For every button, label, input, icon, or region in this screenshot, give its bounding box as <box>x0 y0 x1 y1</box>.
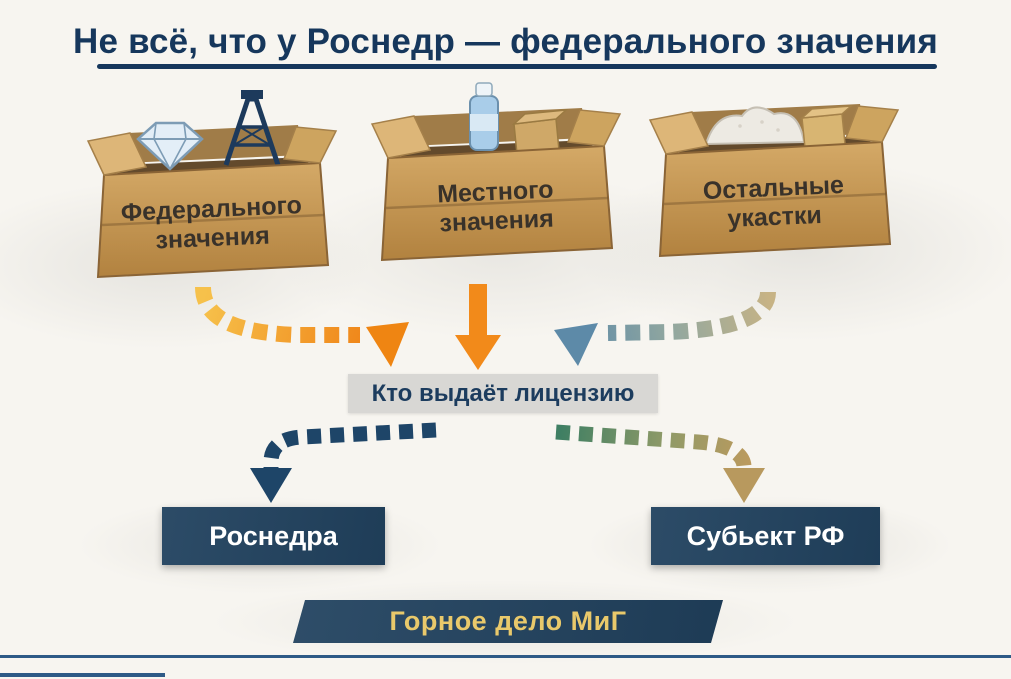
bottom-rule <box>0 655 1011 658</box>
powder-pile-icon <box>704 106 806 146</box>
crate-crease <box>101 213 325 227</box>
arrowhead <box>554 323 598 366</box>
crate-right-flap <box>844 105 900 143</box>
crate-right-flap <box>566 109 622 147</box>
crate-front <box>380 144 614 262</box>
crate-crease <box>385 196 609 210</box>
crate-front <box>658 140 892 258</box>
crate-federal-label: Федерального значения <box>99 190 325 257</box>
footer-banner: Горное дело МиГ <box>293 600 723 643</box>
license-question-label: Кто выдаёт лицензию <box>348 374 658 413</box>
arrow-other-to-license <box>554 291 776 366</box>
arrow-license-to-rosnedra <box>250 422 437 503</box>
water-bottle-icon <box>469 82 499 151</box>
arrow-local-to-license <box>455 284 501 370</box>
crate-left-flap <box>648 111 710 155</box>
oil-derrick-icon <box>223 90 281 166</box>
crate-other-label: Остальные укастки <box>661 169 887 236</box>
crate-local-graphic <box>370 82 622 262</box>
crate-local-label: Местного значения <box>383 173 609 240</box>
diamond-icon <box>136 121 204 171</box>
arrowhead <box>455 335 501 370</box>
crate-front <box>96 161 330 279</box>
crate-crease <box>663 192 887 206</box>
crate-federal: Федерального значения <box>86 90 338 288</box>
title-underline <box>97 64 937 69</box>
arrowhead <box>250 468 292 503</box>
arrow-license-to-subject <box>555 424 765 503</box>
crate-other-graphic <box>648 104 900 258</box>
arrowhead <box>723 468 765 503</box>
crate-local: Местного значения <box>370 82 622 271</box>
cube-icon <box>799 105 854 149</box>
crate-federal-graphic <box>86 90 338 279</box>
crate-right-flap <box>282 126 338 164</box>
issuer-subject-rf-box: Субьект РФ <box>651 507 880 565</box>
cube-icon <box>511 109 569 155</box>
issuer-rosnedra-box: Роснедра <box>162 507 385 565</box>
arrow-federal-to-license <box>195 286 409 367</box>
page-title: Не всё, что у Роснедр — федерального зна… <box>73 22 938 61</box>
arrowhead <box>366 322 409 367</box>
crate-left-flap <box>86 132 148 176</box>
bottom-left-rule <box>0 673 165 677</box>
crate-other: Остальные укастки <box>648 82 900 267</box>
crate-left-flap <box>370 115 432 159</box>
